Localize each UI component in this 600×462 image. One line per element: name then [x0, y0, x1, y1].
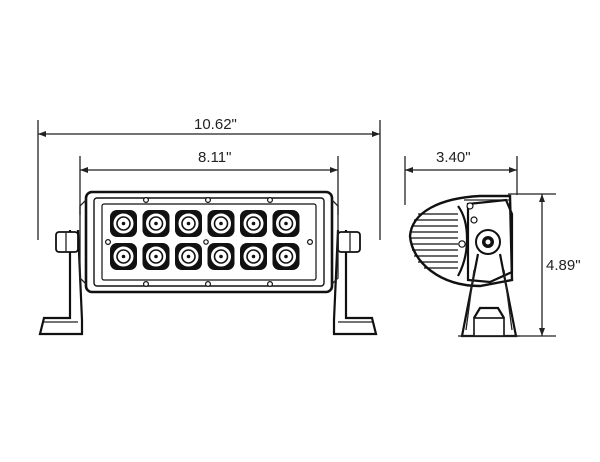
led-cell: [110, 243, 137, 270]
led-cell: [142, 210, 170, 237]
light-bar-housing: [79, 190, 339, 294]
led-cell: [272, 210, 300, 237]
height-label: 4.89": [546, 257, 581, 274]
led-array: [110, 210, 300, 270]
led-cell: [142, 243, 170, 270]
led-cell: [240, 210, 267, 237]
overall-width-label: 10.62": [194, 116, 237, 133]
depth-dimension: [404, 156, 518, 205]
led-cell: [207, 210, 235, 237]
side-profile: [408, 194, 520, 338]
overall-width-dimension: [37, 120, 381, 240]
right-bracket: [332, 229, 378, 336]
led-cell: [175, 243, 202, 270]
depth-label: 3.40": [436, 149, 471, 166]
led-cell: [175, 210, 202, 237]
height-dimension: [508, 193, 556, 337]
led-cell: [110, 210, 137, 237]
led-cell: [272, 243, 300, 270]
bar-width-label: 8.11": [198, 149, 232, 166]
led-cell: [240, 243, 267, 270]
left-bracket: [38, 229, 84, 336]
bar-width-dimension: [79, 156, 339, 215]
led-cell: [207, 243, 235, 270]
